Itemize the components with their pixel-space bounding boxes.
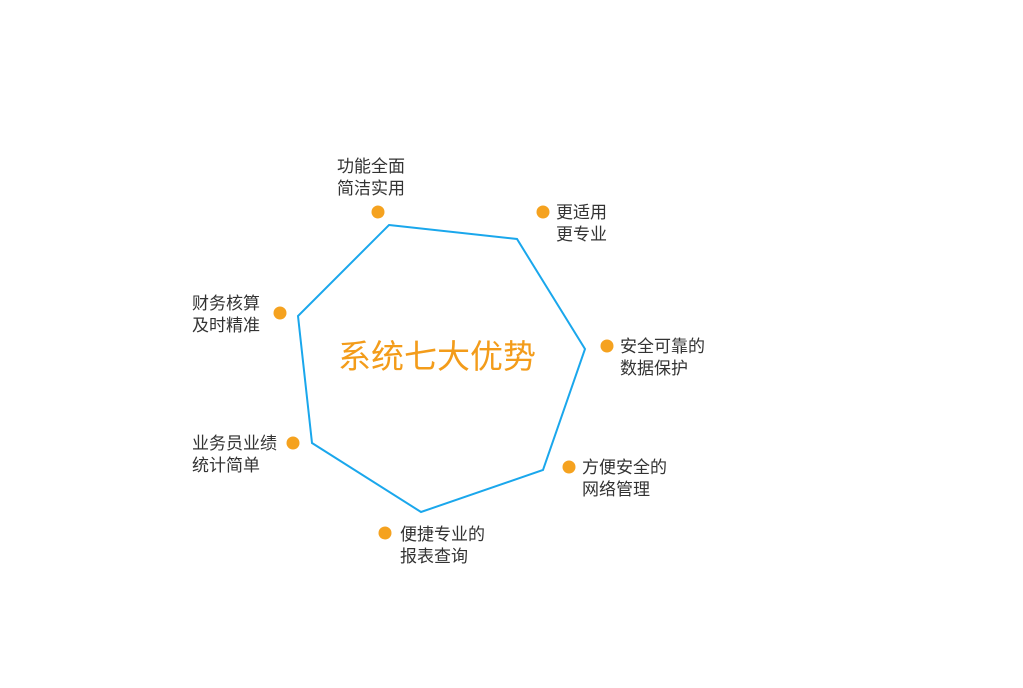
heptagon-shape	[296, 223, 587, 514]
bullet-dot-7	[273, 306, 287, 320]
advantage-5-line2: 报表查询	[400, 547, 468, 567]
advantage-6-line1: 业务员业绩	[192, 434, 277, 454]
advantage-label-5: 便捷专业的 报表查询	[400, 524, 485, 568]
bullet-dot-6	[286, 436, 300, 450]
bullet-dot-2	[536, 205, 550, 219]
advantage-7-line1: 财务核算	[192, 294, 260, 314]
advantage-7-line2: 及时精准	[192, 316, 260, 336]
advantage-label-4: 方便安全的 网络管理	[582, 457, 667, 501]
bullet-dot-5	[378, 526, 392, 540]
bullet-dot-3	[600, 339, 614, 353]
advantage-label-7: 财务核算 及时精准	[192, 293, 260, 337]
advantage-3-line1: 安全可靠的	[620, 337, 705, 357]
bullet-dot-1	[371, 205, 385, 219]
center-title: 系统七大优势	[338, 337, 536, 376]
advantage-3-line2: 数据保护	[620, 359, 688, 379]
advantage-label-3: 安全可靠的 数据保护	[620, 336, 705, 380]
advantage-6-line2: 统计简单	[192, 456, 260, 476]
advantage-1-line2: 简洁实用	[337, 179, 405, 199]
advantage-4-line1: 方便安全的	[582, 458, 667, 478]
bullet-dot-4	[562, 460, 576, 474]
advantage-label-2: 更适用 更专业	[556, 202, 607, 246]
advantage-2-line2: 更专业	[556, 225, 607, 245]
advantage-4-line2: 网络管理	[582, 480, 650, 500]
advantage-label-6: 业务员业绩 统计简单	[192, 433, 277, 477]
advantage-5-line1: 便捷专业的	[400, 525, 485, 545]
advantage-2-line1: 更适用	[556, 203, 607, 223]
advantage-label-1: 功能全面 简洁实用	[337, 156, 405, 200]
advantage-1-line1: 功能全面	[337, 157, 405, 177]
